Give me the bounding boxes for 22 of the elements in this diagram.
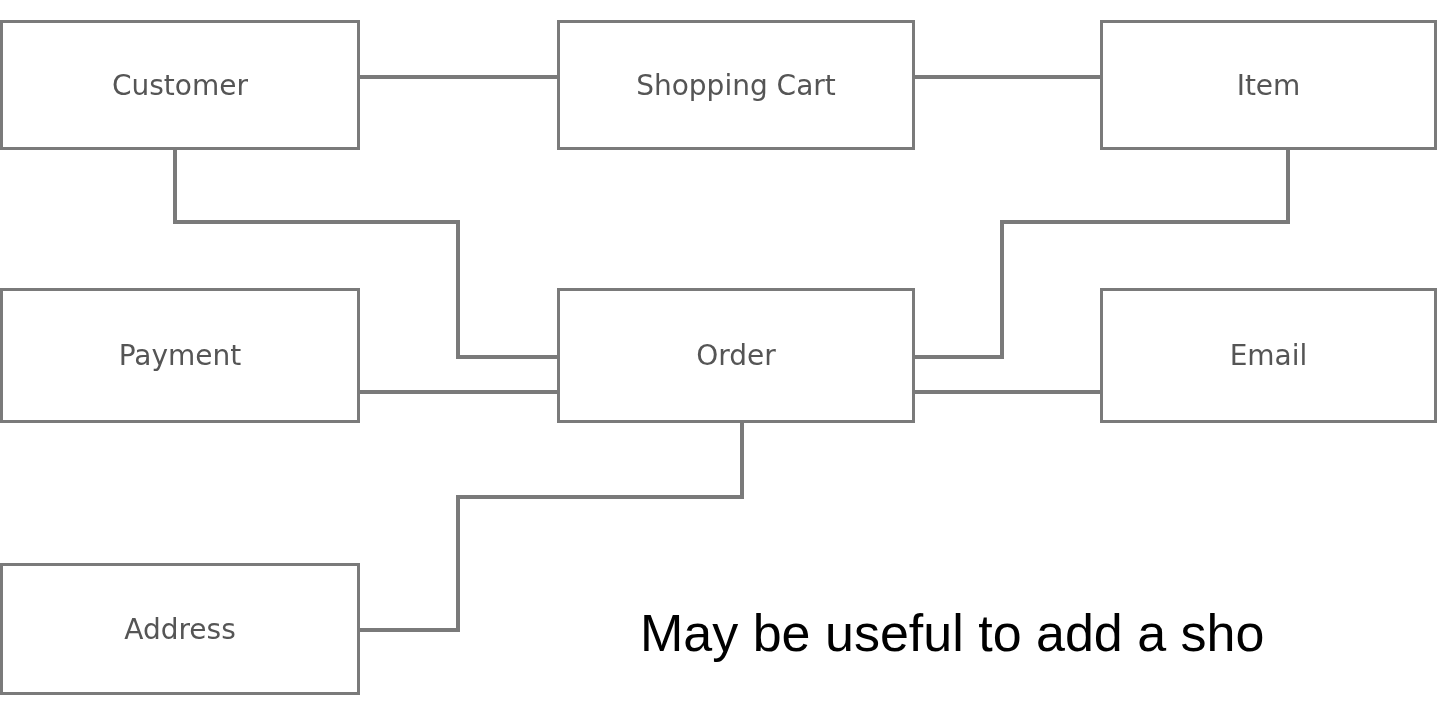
entity-box <box>557 20 915 150</box>
entity-box <box>0 288 360 423</box>
entity-name: Customer <box>112 68 248 102</box>
connector-line <box>360 390 557 394</box>
entity-box <box>0 20 360 150</box>
connector-line <box>915 150 1290 359</box>
entity-name: Shopping Cart <box>636 68 836 102</box>
connector-line <box>173 150 557 359</box>
connector-line <box>915 75 1100 79</box>
connector-line <box>915 390 1100 394</box>
entity-name: Item <box>1236 68 1301 102</box>
entity-box <box>557 288 915 423</box>
entity-name: Email <box>1229 339 1308 372</box>
entity-name: Address <box>124 612 236 646</box>
connector-line <box>360 423 744 632</box>
entity-name: Order <box>696 339 776 372</box>
entity-box <box>1100 20 1437 150</box>
entity-box <box>0 563 360 695</box>
connector-line <box>360 75 557 79</box>
entity-name: Payment <box>118 339 242 372</box>
entity-box <box>1100 288 1437 423</box>
note-text: May be useful to add a sho <box>640 603 1265 663</box>
